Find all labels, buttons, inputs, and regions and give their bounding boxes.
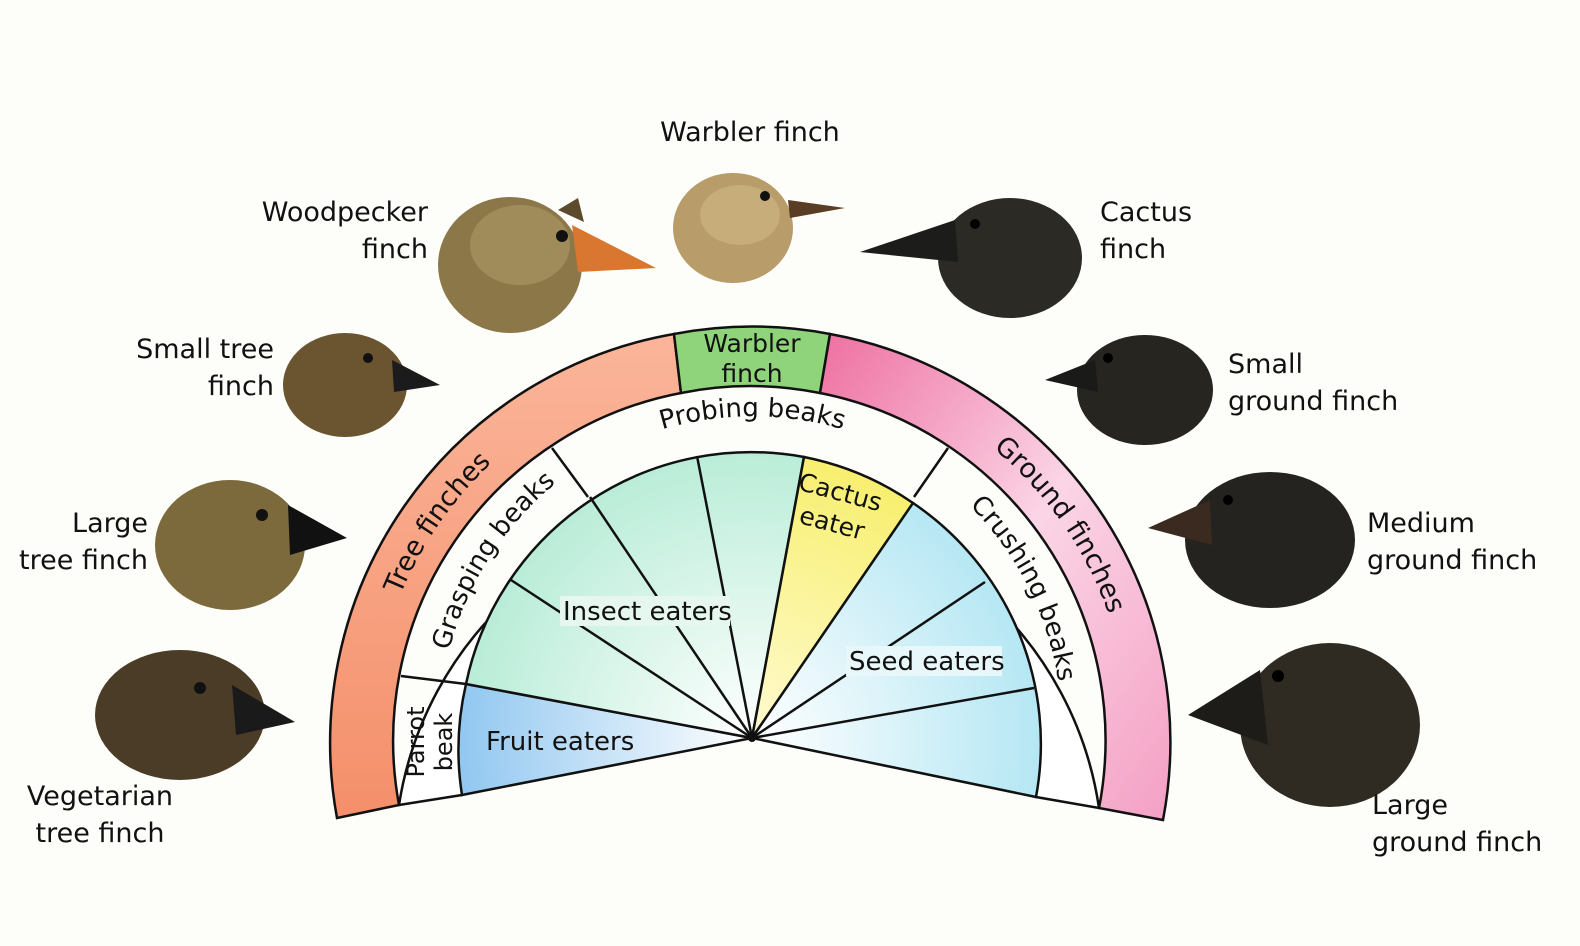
warbler-finch-head (673, 173, 845, 283)
warbler-segment-line2: finch (721, 359, 782, 388)
svg-text:beak: beak (430, 713, 458, 772)
probing-beaks-label: Probing beaks (656, 393, 849, 436)
probing-crushing-divider (914, 448, 948, 497)
woodpecker-finch-head (438, 197, 656, 333)
large-tree-finch-name: Large tree finch (10, 505, 148, 579)
vegetarian-tree-finch-head (95, 650, 295, 780)
large-ground-finch-head (1188, 643, 1420, 807)
fruit-eaters-label: Fruit eaters (486, 727, 634, 757)
large-tree-finch-head (155, 480, 347, 610)
large-ground-finch-name: Large ground finch (1372, 787, 1572, 861)
woodpecker-finch-name: Woodpecker finch (230, 194, 428, 268)
small-tree-finch-head (283, 333, 440, 437)
cactus-finch-name: Cactus finch (1100, 194, 1250, 268)
small-ground-finch-head (1045, 335, 1213, 445)
warbler-segment-line1: Warbler (703, 329, 801, 358)
small-tree-finch-name: Small tree finch (100, 331, 274, 405)
warbler-finch-name: Warbler finch (640, 114, 860, 151)
svg-text:Parrot: Parrot (402, 707, 430, 778)
parrot-beak-label: Parrot beak (402, 707, 458, 778)
small-ground-finch-name: Small ground finch (1228, 346, 1428, 420)
medium-ground-finch-head (1148, 472, 1355, 608)
vegetarian-tree-finch-name: Vegetarian tree finch (10, 778, 190, 852)
seed-eaters-label: Seed eaters (849, 647, 1005, 677)
center-point (748, 734, 756, 742)
cactus-finch-head (860, 198, 1082, 318)
medium-ground-finch-name: Medium ground finch (1367, 505, 1567, 579)
insect-eaters-label: Insect eaters (563, 597, 732, 627)
